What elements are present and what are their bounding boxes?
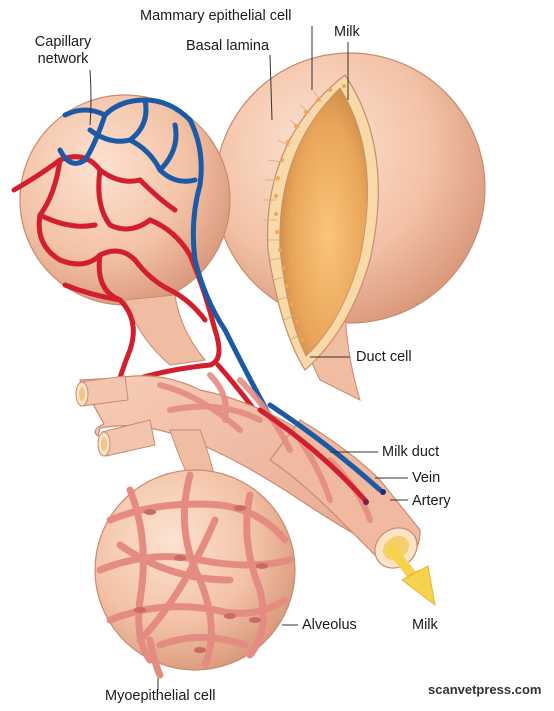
sectioned-alveolus [215, 53, 485, 400]
label-milk-duct: Milk duct [382, 444, 439, 461]
label-basal-lamina: Basal lamina [186, 38, 269, 55]
label-milk-top: Milk [334, 24, 360, 41]
label-milk-bottom: Milk [412, 617, 438, 634]
label-capillary-network-line1: Capillary [28, 34, 98, 51]
label-capillary-network-line2: network [28, 51, 98, 68]
label-vein: Vein [412, 470, 440, 487]
label-artery: Artery [412, 493, 451, 510]
label-mammary-epithelial-cell: Mammary epithelial cell [140, 8, 292, 25]
label-alveolus: Alveolus [302, 617, 357, 634]
milk-flow-arrow [392, 550, 435, 605]
label-myoepithelial-cell: Myoepithelial cell [105, 688, 215, 705]
credit-text: scanvetpress.com [428, 682, 541, 697]
label-duct-cell: Duct cell [356, 349, 412, 366]
label-capillary-network: Capillary network [28, 34, 98, 68]
